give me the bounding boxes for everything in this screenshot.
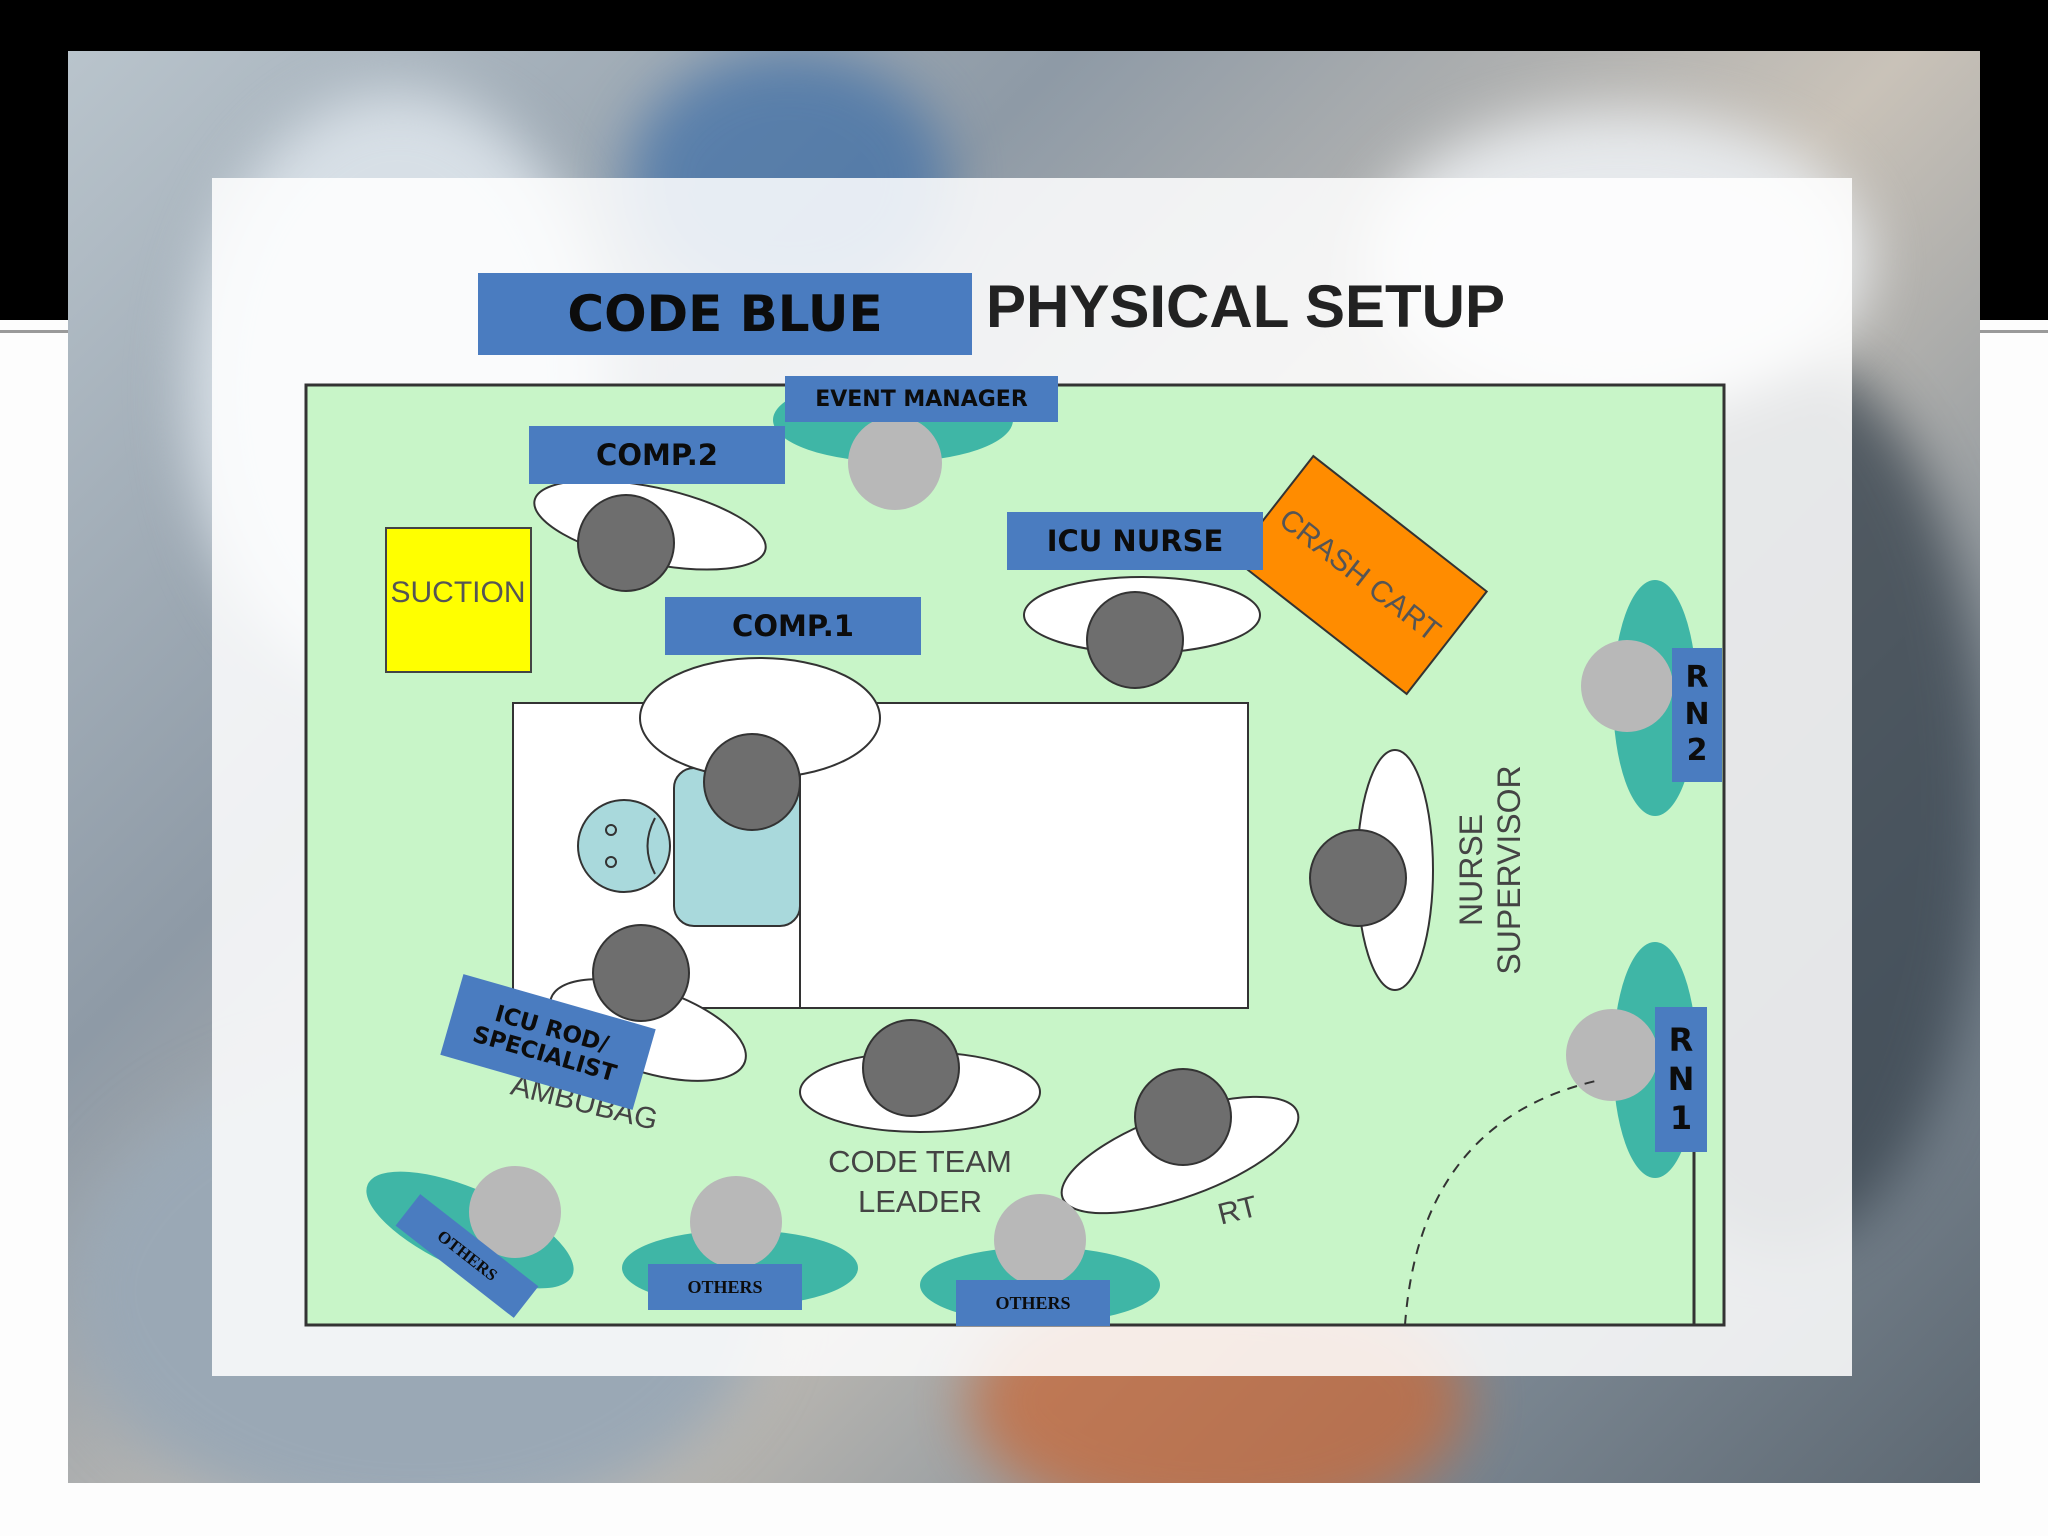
- icu-nurse-label: ICU NURSE: [1007, 512, 1263, 570]
- svg-text:LEADER: LEADER: [858, 1184, 982, 1219]
- comp2-label: COMP.2: [529, 426, 785, 484]
- physical-setup-title: PHYSICAL SETUP: [986, 273, 1505, 340]
- others-person: [994, 1194, 1086, 1286]
- others-person: [690, 1176, 782, 1268]
- suction-label: SUCTION: [391, 576, 526, 609]
- suction-unit: [385, 527, 532, 673]
- door-swing: [1404, 1079, 1601, 1326]
- svg-text:NURSE: NURSE: [1453, 814, 1489, 926]
- patient-eye: [605, 824, 617, 836]
- rn1-label: R N 1: [1655, 1007, 1707, 1152]
- patient-eye: [605, 856, 617, 868]
- event-manager-label: EVENT MANAGER: [785, 376, 1058, 422]
- code-team-leader-label: CODE TEAM LEADER: [828, 1144, 1012, 1219]
- rn2-label: R N 2: [1672, 648, 1722, 782]
- svg-text:CODE TEAM: CODE TEAM: [828, 1144, 1012, 1179]
- svg-text:SUPERVISOR: SUPERVISOR: [1491, 765, 1527, 974]
- others-label-3: OTHERS: [956, 1280, 1110, 1326]
- icu-nurse-person: [1086, 591, 1184, 689]
- nurse-supervisor-label: NURSE SUPERVISOR: [1453, 765, 1527, 974]
- code-blue-title: CODE BLUE: [478, 273, 972, 355]
- nurse-supervisor-person: [1309, 829, 1407, 927]
- icu-rod-person: [592, 924, 690, 1022]
- rn1-person: [1566, 1009, 1658, 1101]
- patient-head: [577, 799, 671, 893]
- event-manager-person: [848, 416, 942, 510]
- comp1-person: [703, 733, 801, 831]
- rn2-person: [1581, 640, 1673, 732]
- code-team-leader-person: [862, 1019, 960, 1117]
- others-person: [469, 1166, 561, 1258]
- others-label-2: OTHERS: [648, 1264, 802, 1310]
- comp2-person: [577, 494, 675, 592]
- patient-mouth: [646, 817, 656, 875]
- comp1-label: COMP.1: [665, 597, 921, 655]
- rt-person: [1134, 1068, 1232, 1166]
